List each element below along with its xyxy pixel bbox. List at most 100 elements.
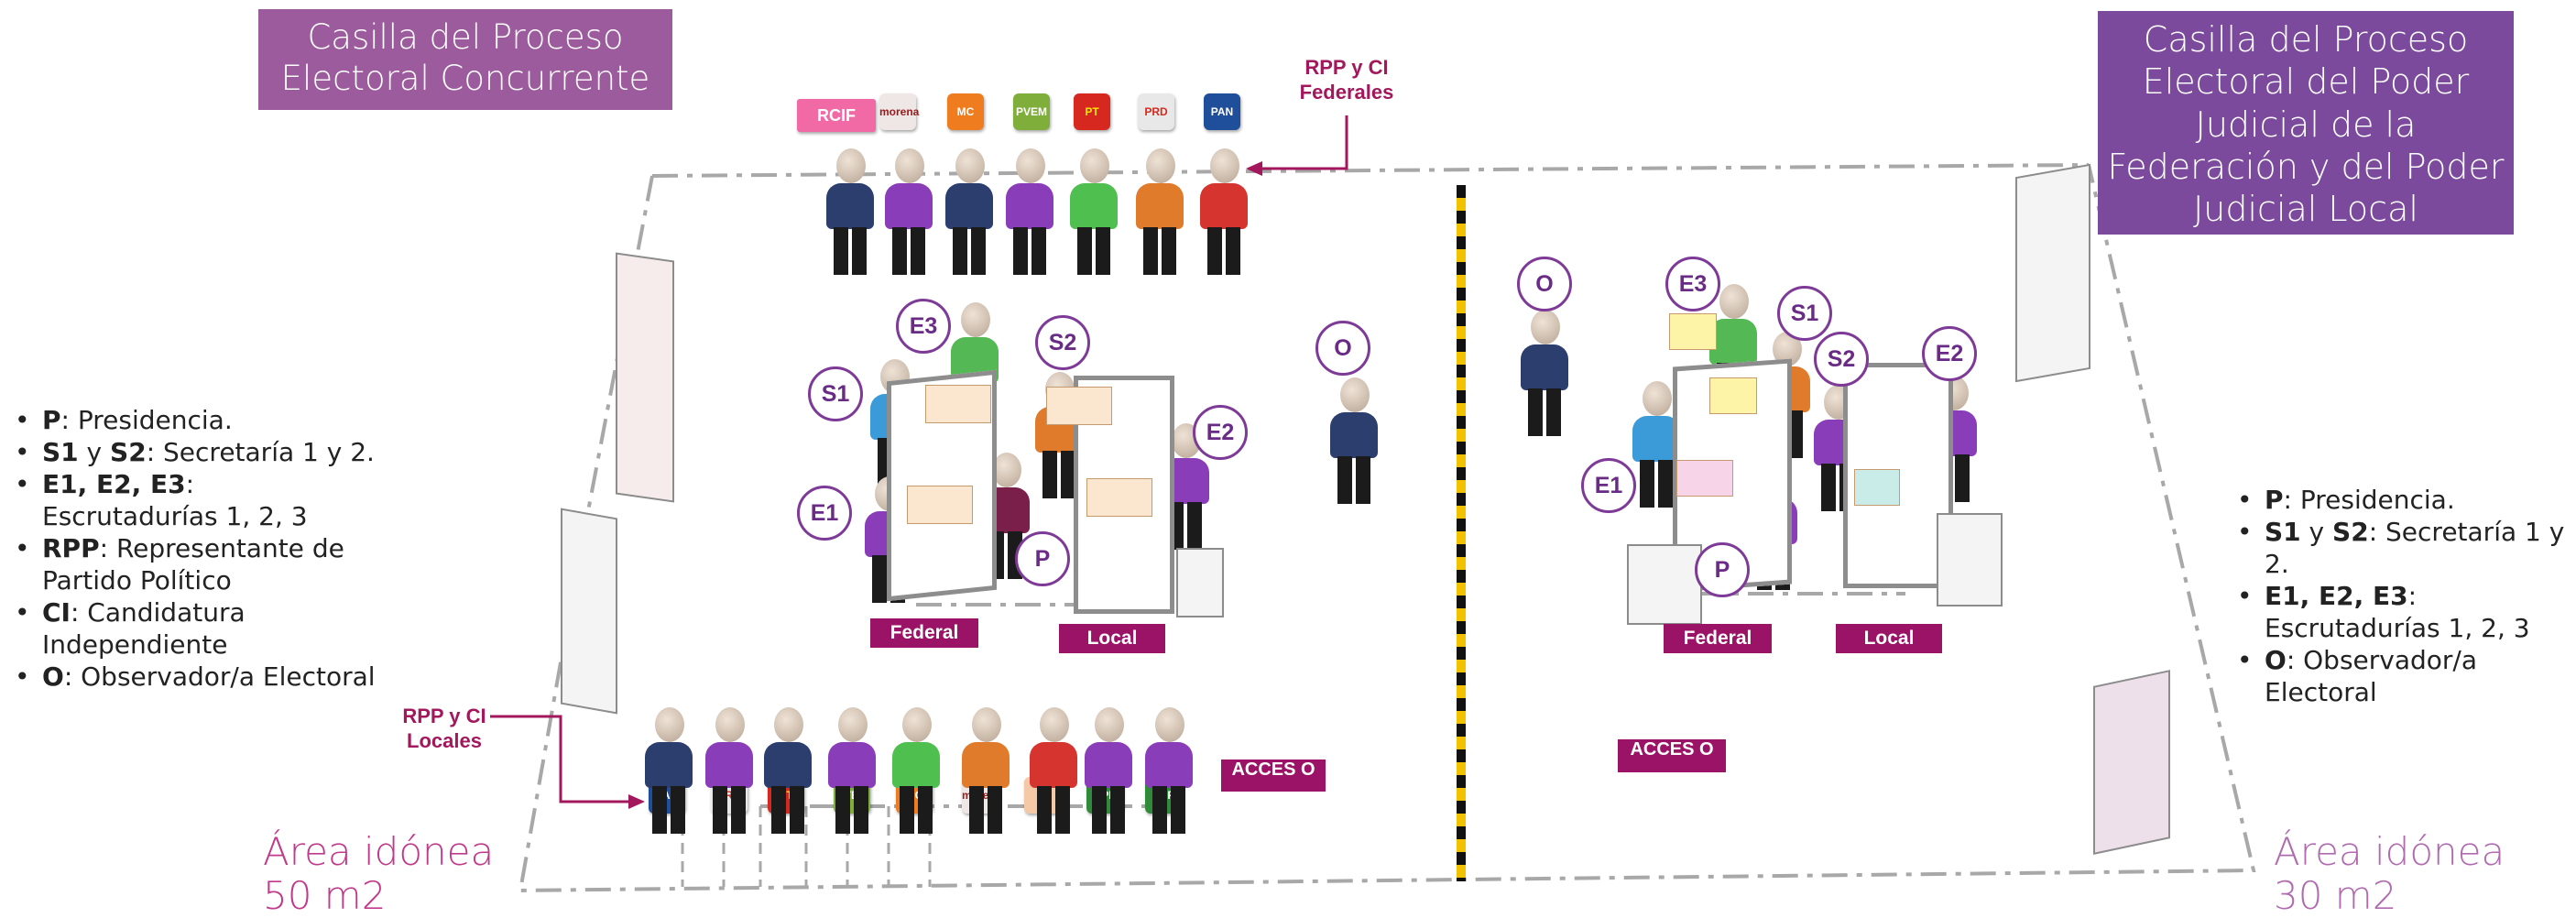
role-circle-e3: E3 [896, 299, 951, 354]
ballot-box-stack [616, 252, 674, 503]
access-sign: ACCES O [1221, 760, 1326, 792]
person-figure [1517, 310, 1572, 438]
person-head [1146, 148, 1175, 183]
person-legs [1042, 451, 1075, 498]
person-body [945, 183, 993, 229]
person-figure [881, 148, 936, 277]
person-figure [1326, 377, 1381, 506]
party-chip: morena [879, 93, 919, 130]
ballot-box-stack [2093, 670, 2170, 855]
person-figure [958, 707, 1013, 836]
role-circle-e2: E2 [1193, 405, 1248, 460]
role-circle-e1: E1 [1581, 458, 1636, 513]
tag-federal: Federal [1664, 624, 1772, 653]
person-body [1070, 183, 1118, 229]
person-body [885, 183, 933, 229]
ballot-box-stack [2015, 163, 2090, 383]
person-legs [1152, 786, 1185, 834]
person-figure [760, 707, 815, 836]
person-body [645, 742, 693, 788]
person-body [1709, 319, 1757, 365]
person-head [992, 453, 1021, 487]
person-figure [641, 707, 696, 836]
tag-local: Local [1836, 624, 1942, 653]
person-legs [1077, 227, 1110, 275]
legend-item-s: S1 y S2: Secretaría 1 y 2. [2232, 516, 2576, 580]
role-circle-o: O [1517, 257, 1572, 311]
person-legs [1143, 227, 1176, 275]
person-legs [652, 786, 685, 834]
person-legs [1013, 227, 1046, 275]
person-head [836, 148, 866, 183]
legend-item-o: O: Observador/a Electoral [9, 661, 376, 693]
legend-item-s: S1 y S2: Secretaría 1 y 2. [9, 436, 376, 468]
tag-local: Local [1059, 624, 1165, 653]
person-body [1085, 742, 1132, 788]
person-figure [889, 707, 944, 836]
person-body [826, 183, 874, 229]
legend-item-p: P: Presidencia. [9, 404, 376, 436]
party-chip: PVEM [1013, 93, 1050, 130]
person-head [961, 302, 990, 337]
callout-local-reps: RPP y CI Locales [402, 705, 486, 752]
person-figure [702, 707, 757, 836]
ballot-sheet [907, 486, 973, 524]
person-legs [1207, 227, 1240, 275]
person-head [1016, 148, 1045, 183]
person-head [902, 707, 932, 742]
party-chip: PAN [1204, 93, 1240, 130]
person-legs [969, 786, 1002, 834]
person-body [705, 742, 753, 788]
role-circle-e2: E2 [1922, 326, 1977, 381]
person-head [895, 148, 924, 183]
person-body [1521, 344, 1568, 390]
ballot-sheet [1669, 313, 1717, 350]
ballot-sheet [1046, 387, 1112, 425]
person-figure [1132, 148, 1187, 277]
person-legs [713, 786, 746, 834]
person-legs [1337, 456, 1370, 504]
separator-stripe [1457, 185, 1466, 881]
person-head [1155, 707, 1184, 742]
person-body [1330, 412, 1378, 458]
legend-left: P: Presidencia. S1 y S2: Secretaría 1 y … [9, 404, 376, 693]
party-chip: MC [947, 93, 984, 130]
person-legs [1037, 786, 1070, 834]
person-body [962, 742, 1010, 788]
person-figure [1002, 148, 1057, 277]
person-legs [1528, 388, 1561, 436]
person-legs [900, 786, 933, 834]
role-circle-s1: S1 [808, 366, 863, 421]
ballot-sheet [1854, 469, 1900, 506]
title-judicial-casilla: Casilla del Proceso Electoral del Poder … [2098, 11, 2514, 235]
callout-federal-reps: RPP y CI Federales [1299, 56, 1394, 104]
person-body [1145, 742, 1193, 788]
person-body [892, 742, 940, 788]
role-circle-o: O [1315, 321, 1370, 376]
ballot-sheet [1676, 460, 1733, 497]
person-figure [1629, 381, 1684, 509]
person-body [828, 742, 876, 788]
person-head [1531, 310, 1560, 344]
person-head [1040, 707, 1069, 742]
role-circle-s1: S1 [1777, 286, 1832, 341]
party-chip: PT [1074, 93, 1110, 130]
role-circle-e1: E1 [797, 486, 852, 541]
person-head [1643, 381, 1672, 416]
person-figure [1141, 707, 1196, 836]
ballot-box [1937, 513, 2003, 607]
person-body [764, 742, 812, 788]
person-body [1200, 183, 1248, 229]
role-circle-s2: S2 [1814, 332, 1869, 387]
person-figure [1066, 148, 1121, 277]
person-head [1719, 284, 1749, 319]
person-legs [1640, 460, 1673, 508]
person-head [774, 707, 803, 742]
ballot-sheet [1086, 478, 1152, 517]
legend-item-ci: CI: Candidatura Independiente [9, 596, 376, 661]
person-legs [1092, 786, 1125, 834]
ballot-sheet [925, 385, 991, 423]
ballot-box [1176, 548, 1224, 617]
